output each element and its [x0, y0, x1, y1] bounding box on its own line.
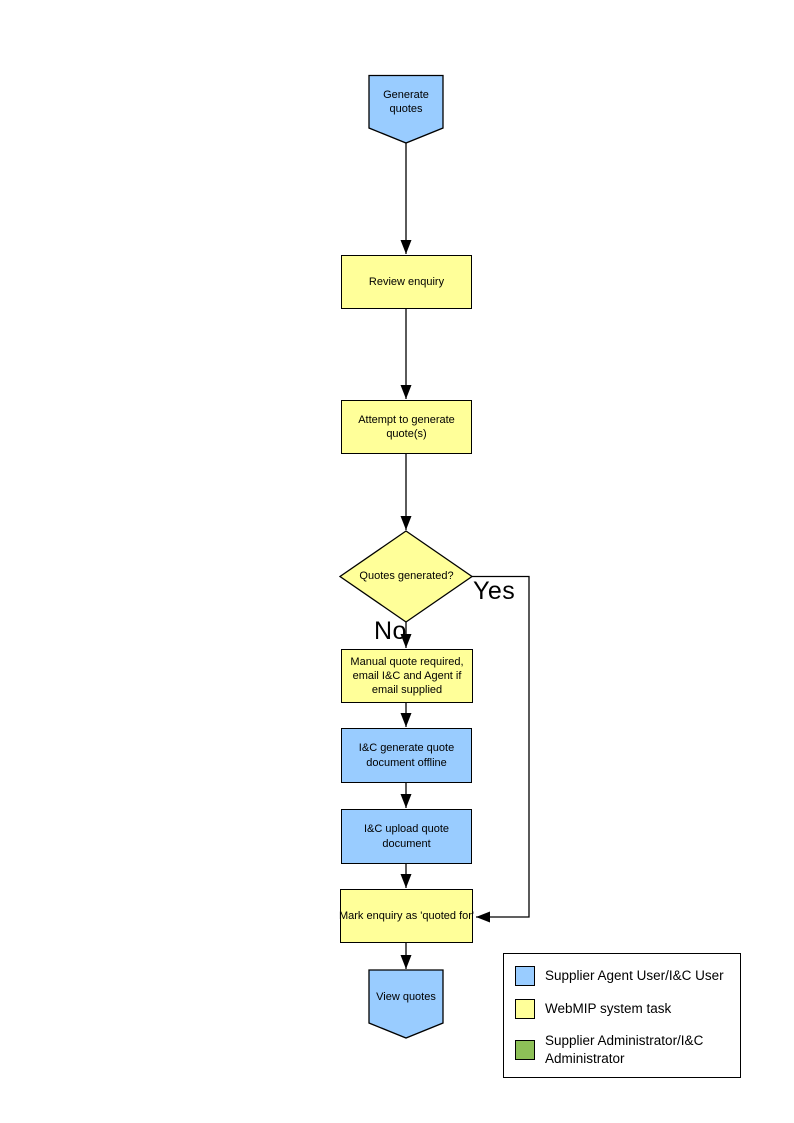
- legend-swatch-blue: [515, 966, 535, 986]
- node-mark-enquiry-quoted-for: Mark enquiry as 'quoted for': [339, 889, 474, 943]
- legend-swatch-yellow: [515, 999, 535, 1019]
- edge-decision-yes-to-mark: [472, 575, 530, 923]
- node-view-quotes: View quotes: [376, 990, 436, 1003]
- node-manual-quote-required: Manual quote required, email I&C and Age…: [341, 649, 473, 703]
- legend-row-supplier-agent: Supplier Agent User/I&C User: [515, 966, 734, 986]
- node-review-enquiry: Review enquiry: [341, 255, 472, 309]
- branch-label-no: No: [374, 617, 407, 645]
- start-terminator-shape: [368, 74, 444, 144]
- legend-label-supplier-admin: Supplier Administrator/I&C Administrator: [545, 1033, 704, 1066]
- node-attempt-generate-quotes: Attempt to generate quote(s): [341, 400, 472, 454]
- node-ic-generate-quote-offline: I&C generate quote document offline: [341, 728, 472, 783]
- legend-label-supplier-agent: Supplier Agent User/I&C User: [545, 968, 724, 984]
- node-ic-upload-quote-document: I&C upload quote document: [341, 809, 472, 864]
- end-terminator-shape: [368, 969, 444, 1039]
- node-generate-quotes: Generate quotes: [383, 88, 429, 115]
- legend-row-webmip-task: WebMIP system task: [515, 999, 734, 1019]
- legend-box: Supplier Agent User/I&C User WebMIP syst…: [503, 953, 741, 1078]
- legend-row-supplier-admin: Supplier Administrator/I&C Administrator: [515, 1032, 734, 1067]
- node-quotes-generated-decision: Quotes generated?: [359, 569, 454, 582]
- legend-swatch-green: [515, 1039, 535, 1060]
- legend-label-webmip-task: WebMIP system task: [545, 1001, 672, 1017]
- branch-label-yes: Yes: [473, 577, 516, 605]
